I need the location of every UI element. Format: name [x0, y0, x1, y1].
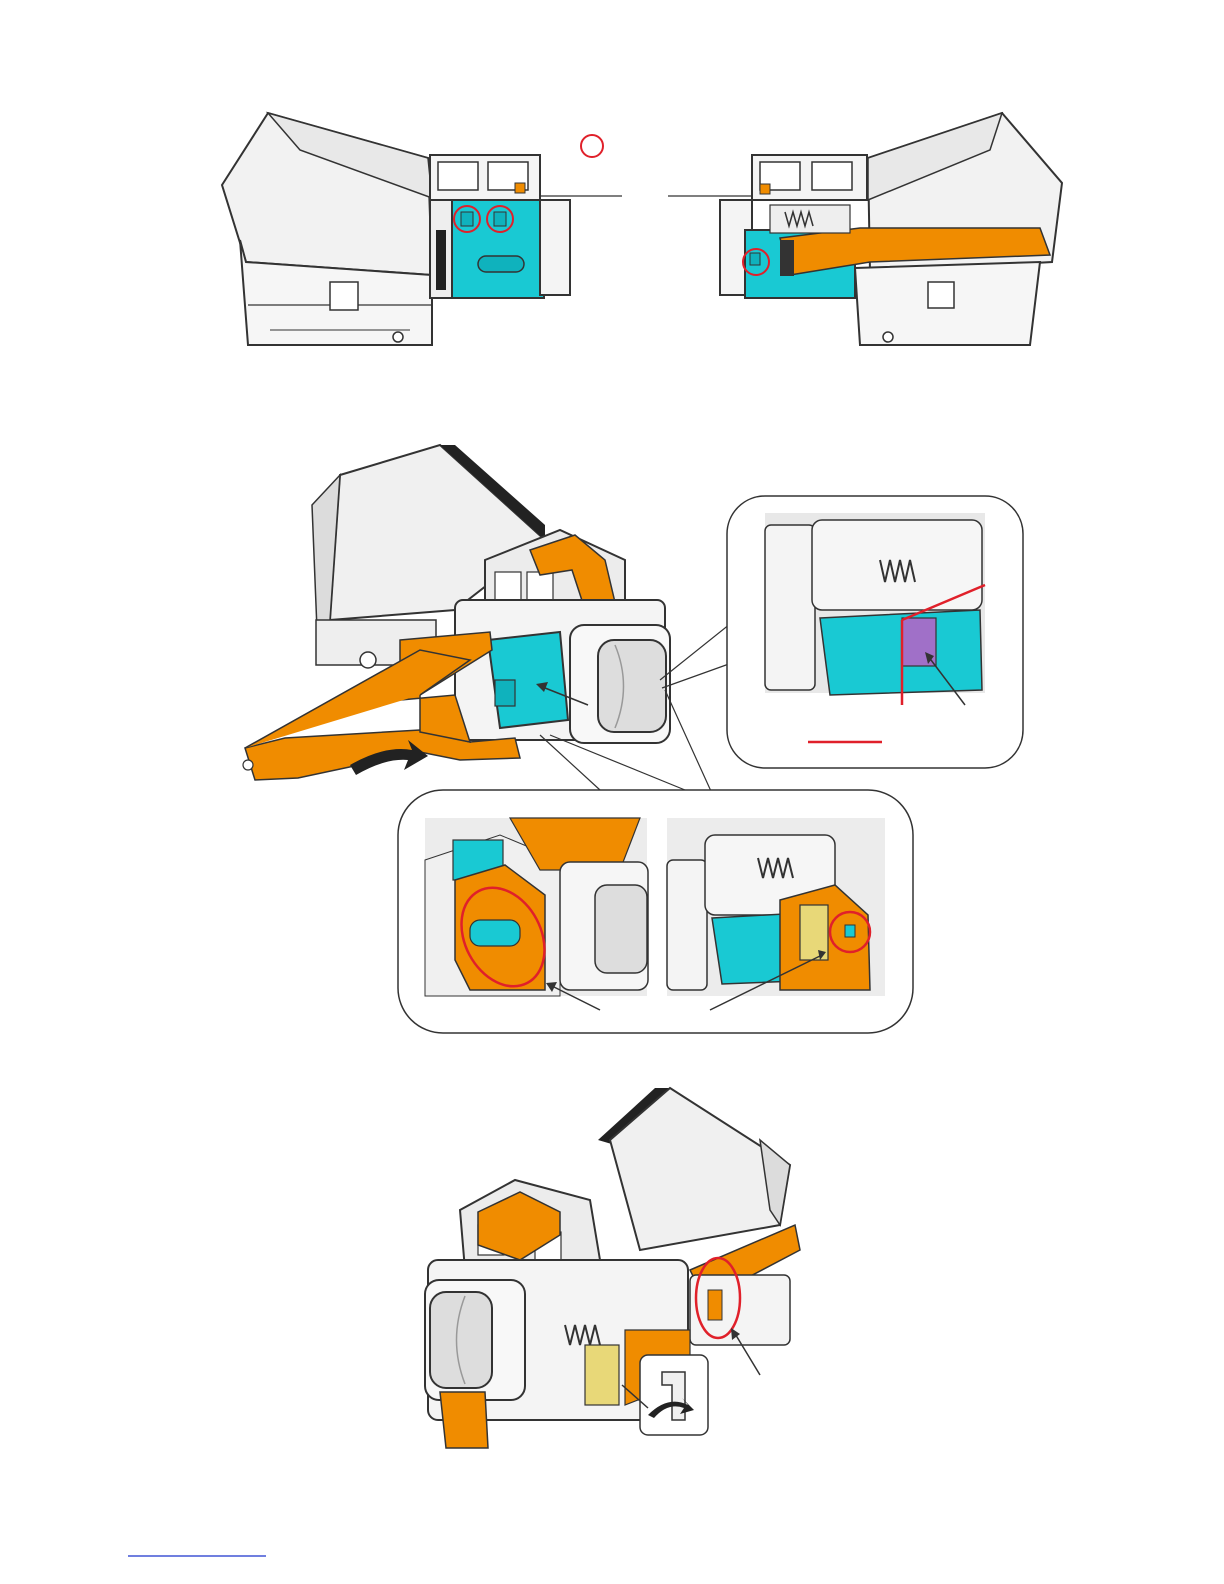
callout-bottom-left-detail	[425, 818, 648, 1010]
right-unit	[668, 113, 1062, 345]
figure-side-views	[222, 113, 1062, 345]
installed-yellow-connector	[585, 1345, 619, 1405]
callout-bottom-right-detail	[667, 818, 885, 1010]
left-unit	[222, 113, 622, 345]
figure-installed	[425, 1088, 800, 1448]
figure-flex-routing	[243, 445, 1023, 1033]
red-circle-marker-icon	[581, 135, 603, 157]
